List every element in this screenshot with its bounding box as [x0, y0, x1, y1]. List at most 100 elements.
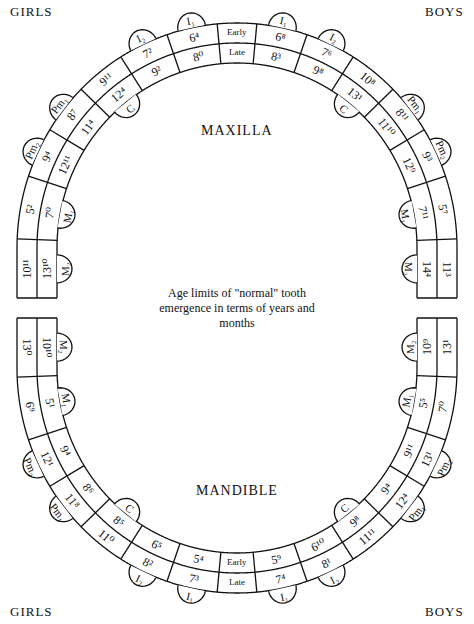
early-age: 6⁸	[274, 30, 287, 45]
late-age: 8³	[270, 50, 282, 65]
late-age: 8¹	[319, 555, 333, 571]
late-age: 11¹⁰	[375, 115, 398, 139]
tooth-name: M₂	[403, 341, 415, 355]
tooth-crown	[399, 388, 416, 416]
early-age: 8⁷	[64, 107, 81, 123]
tooth-cell: Pm₁8⁶11⁸	[50, 464, 110, 525]
tooth-crown	[58, 200, 75, 228]
early-age: 5⁴	[192, 551, 205, 566]
tooth-cell: Pm₁9⁴12⁴	[364, 464, 424, 525]
tooth-cell: M₂10¹⁰13⁰	[17, 318, 57, 376]
tooth-cell: M₁5⁵7⁰	[409, 373, 459, 438]
early-age: 9⁴	[57, 444, 73, 459]
early-age: 7⁶	[319, 45, 334, 61]
cell-divider	[417, 297, 457, 298]
early-age: 8⁶	[80, 481, 97, 497]
early-age: 8¹¹	[393, 106, 412, 125]
cell-divider	[253, 24, 257, 64]
late-age: 7⁰	[436, 401, 451, 414]
cell-divider	[81, 499, 110, 527]
cell-divider	[29, 176, 67, 189]
late-age: 13⁰	[20, 339, 33, 356]
tooth-name: Pm₂	[433, 138, 452, 160]
tooth-cell: Pm₁8¹¹11¹⁰	[364, 90, 424, 151]
late-age: 14⁴	[420, 261, 433, 277]
late-age: 7⁰	[43, 206, 58, 219]
tooth-crown	[178, 585, 206, 603]
early-age: 10⁹	[420, 339, 433, 355]
tooth-crown	[57, 333, 72, 361]
late-age: 12⁴	[392, 491, 412, 512]
late-age: 7³	[188, 571, 200, 586]
band-line	[37, 318, 437, 573]
sex-heading: GIRLS	[10, 5, 53, 19]
band-line	[57, 318, 417, 553]
cell-divider	[364, 89, 393, 117]
tooth-crown	[129, 565, 156, 586]
cell-divider	[332, 525, 353, 559]
late-age: 13¹	[418, 450, 436, 470]
early-age: 9⁴	[39, 149, 55, 164]
cell-divider	[217, 24, 221, 64]
row-label: Early	[227, 28, 247, 38]
tooth-name: I₁	[185, 589, 195, 602]
late-age: 12¹	[38, 449, 56, 469]
late-age: 8⁰	[191, 50, 204, 65]
tooth-crown	[269, 13, 297, 31]
cell-divider	[417, 239, 457, 241]
band-line	[17, 23, 457, 298]
jaw-heading: MANDIBLE	[196, 483, 278, 498]
early-age: 5¹	[43, 397, 58, 409]
cell-divider	[17, 317, 57, 318]
cell-divider	[17, 376, 57, 378]
cell-divider	[294, 35, 307, 73]
early-age: 10¹⁰	[40, 337, 53, 357]
tooth-name: M₂	[403, 262, 415, 276]
tooth-crown	[399, 200, 416, 228]
cell-divider	[332, 57, 353, 91]
early-age: 9⁸	[347, 512, 363, 529]
late-age: 11⁴	[78, 117, 98, 138]
tooth-cell: M₁5⁷7¹¹	[409, 178, 459, 243]
early-age: 10⁸	[357, 70, 378, 90]
sex-heading: BOYS	[425, 605, 464, 619]
tooth-name: M₁	[399, 393, 413, 409]
early-age: 9³	[419, 149, 435, 163]
early-age: 11³	[440, 261, 453, 276]
tooth-crown	[318, 565, 345, 586]
cell-divider	[121, 525, 142, 559]
cell-divider	[121, 57, 142, 91]
tooth-cell: M₂11³14⁴	[417, 240, 457, 298]
early-age: 8⁵	[111, 513, 127, 530]
cell-divider	[167, 543, 180, 581]
early-age: 6⁴	[188, 30, 201, 45]
tooth-crown	[178, 13, 206, 31]
early-age: 5⁵	[417, 397, 432, 409]
early-age: 5⁷	[436, 203, 451, 215]
late-age: 8²	[140, 554, 154, 570]
tooth-crown	[57, 255, 72, 283]
tooth-crown	[402, 333, 417, 361]
row-label: Late	[229, 578, 245, 588]
early-age: 9¹¹	[400, 442, 417, 460]
late-age: 12⁹	[399, 155, 418, 175]
band-line	[57, 63, 417, 298]
tooth-crown	[402, 255, 417, 283]
cell-divider	[50, 466, 84, 487]
tooth-crown	[58, 388, 75, 416]
chart-note: Age limits of "normal" tooth emergence i…	[147, 286, 327, 331]
tooth-name: Pm₂	[22, 139, 41, 161]
row-label: Late	[229, 48, 245, 58]
early-age: 9¹¹	[97, 70, 116, 89]
early-age: 9⁴	[378, 481, 395, 497]
late-age: 9²	[149, 64, 163, 80]
tooth-name: M₁	[60, 392, 74, 408]
cell-divider	[417, 376, 457, 378]
tooth-name: M₂	[58, 262, 70, 276]
late-age: 13¹	[345, 85, 365, 105]
cell-divider	[29, 427, 67, 440]
cell-divider	[407, 176, 445, 189]
late-age: 11⁸	[62, 491, 82, 512]
cell-divider	[167, 35, 180, 73]
early-age: 6⁵	[149, 536, 164, 552]
